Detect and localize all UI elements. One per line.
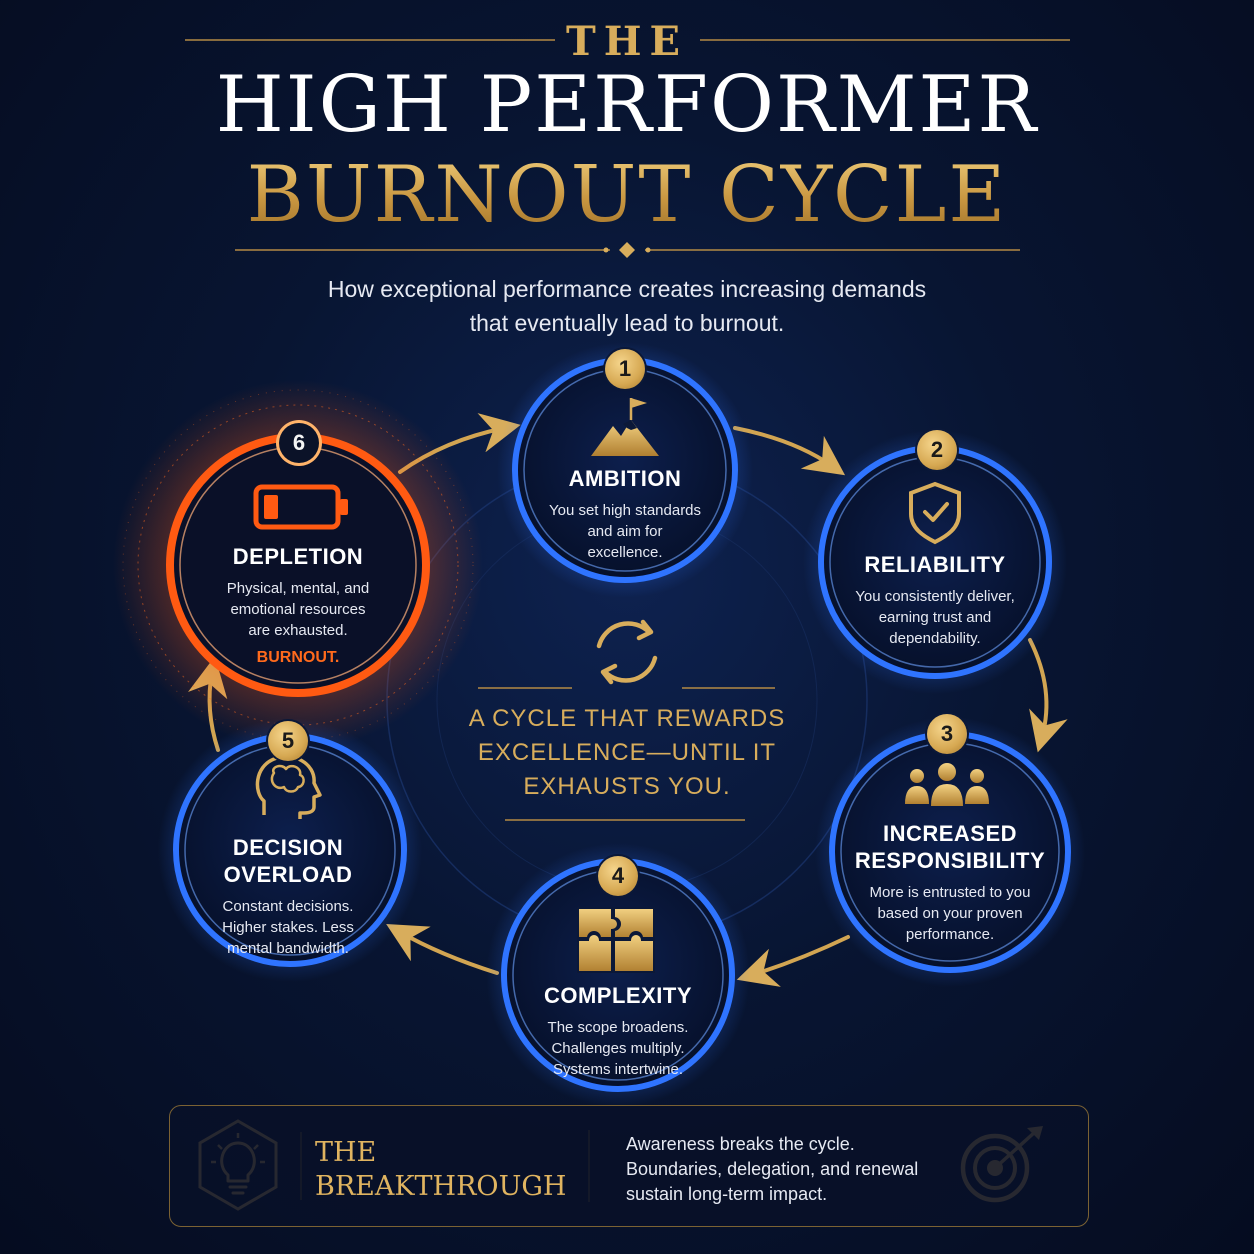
step-complexity: COMPLEXITY The scope broadens.Challenges… <box>513 982 723 1080</box>
step-badge-2: 2 <box>917 430 957 470</box>
step-title: DEPLETION <box>232 544 364 569</box>
breakthrough-title: THE BREAKTHROUGH <box>315 1137 567 1202</box>
page-title: HIGH PERFORMER <box>215 60 1039 150</box>
head-brain-icon <box>255 754 322 819</box>
step-title: RELIABILITY <box>864 552 1006 577</box>
step-badge-1: 1 <box>605 349 645 389</box>
step-badge-4: 4 <box>598 856 638 896</box>
cycle-arrows-icon <box>596 619 658 685</box>
arrow-1-to-2 <box>733 426 846 476</box>
header-rules <box>185 39 1070 258</box>
team-icon <box>905 763 989 806</box>
breakthrough-text: Awareness breaks the cycle. Boundaries, … <box>626 1134 919 1204</box>
shield-check-icon <box>909 481 961 545</box>
subtitle: How exceptional performance creates incr… <box>327 276 927 336</box>
center-message: A CYCLE THAT REWARDS EXCELLENCE—UNTIL IT… <box>468 705 786 800</box>
step-reliability: RELIABILITY You consistently deliver,ear… <box>830 551 1040 649</box>
puzzle-icon <box>577 907 655 973</box>
arrow-2-to-3 <box>1028 638 1068 753</box>
center-rules <box>478 687 775 821</box>
arrow-4-to-5 <box>386 924 499 975</box>
low-battery-icon <box>253 484 348 530</box>
step-badge-3: 3 <box>927 714 967 754</box>
node-circles <box>158 342 1085 1107</box>
step-description: The scope broadens.Challenges multiply.S… <box>547 1019 689 1078</box>
page-title-accent: BURNOUT CYCLE <box>0 150 1254 240</box>
breakthrough-panel <box>169 1105 1089 1227</box>
step-badge-6: 6 <box>279 423 319 463</box>
pre-title: THE <box>565 18 689 65</box>
step-title: COMPLEXITY <box>543 983 692 1008</box>
arrow-3-to-4 <box>736 935 850 987</box>
step-title: AMBITION <box>568 466 682 491</box>
mountain-flag-icon <box>591 398 659 456</box>
burnout-label: BURNOUT. <box>256 649 340 666</box>
step-description: You consistently deliver,earning trust a… <box>855 588 1015 647</box>
step-badge-5: 5 <box>268 721 308 761</box>
